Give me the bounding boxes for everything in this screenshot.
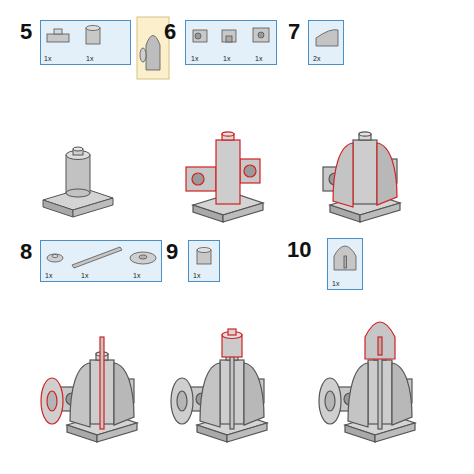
parts-callout: 1x [327,238,363,290]
part-quantity: 1x [191,55,198,63]
part-quantity: 1x [223,55,230,63]
parts-callout: 1x 1x 1x [185,20,277,65]
step-number: 10 [287,238,311,262]
step-number: 5 [20,20,32,44]
parts-callout: 1x 1x [40,20,131,65]
parts-callout: 2x [308,20,344,65]
parts-callout: 1x [188,240,220,282]
part-quantity: 1x [332,280,339,288]
step-number: 7 [288,20,300,44]
part-quantity: 1x [86,55,93,63]
step-number: 8 [20,240,32,264]
part-quantity: 1x [44,55,51,63]
part-quantity: 1x [45,272,52,280]
parts-callout: 1x 1x 1x [40,240,162,282]
part-quantity: 1x [193,272,200,280]
step-number: 6 [164,20,176,44]
part-quantity: 1x [81,272,88,280]
part-quantity: 1x [133,272,140,280]
part-quantity: 2x [313,55,320,63]
part-quantity: 1x [255,55,262,63]
step-number: 9 [166,240,178,264]
